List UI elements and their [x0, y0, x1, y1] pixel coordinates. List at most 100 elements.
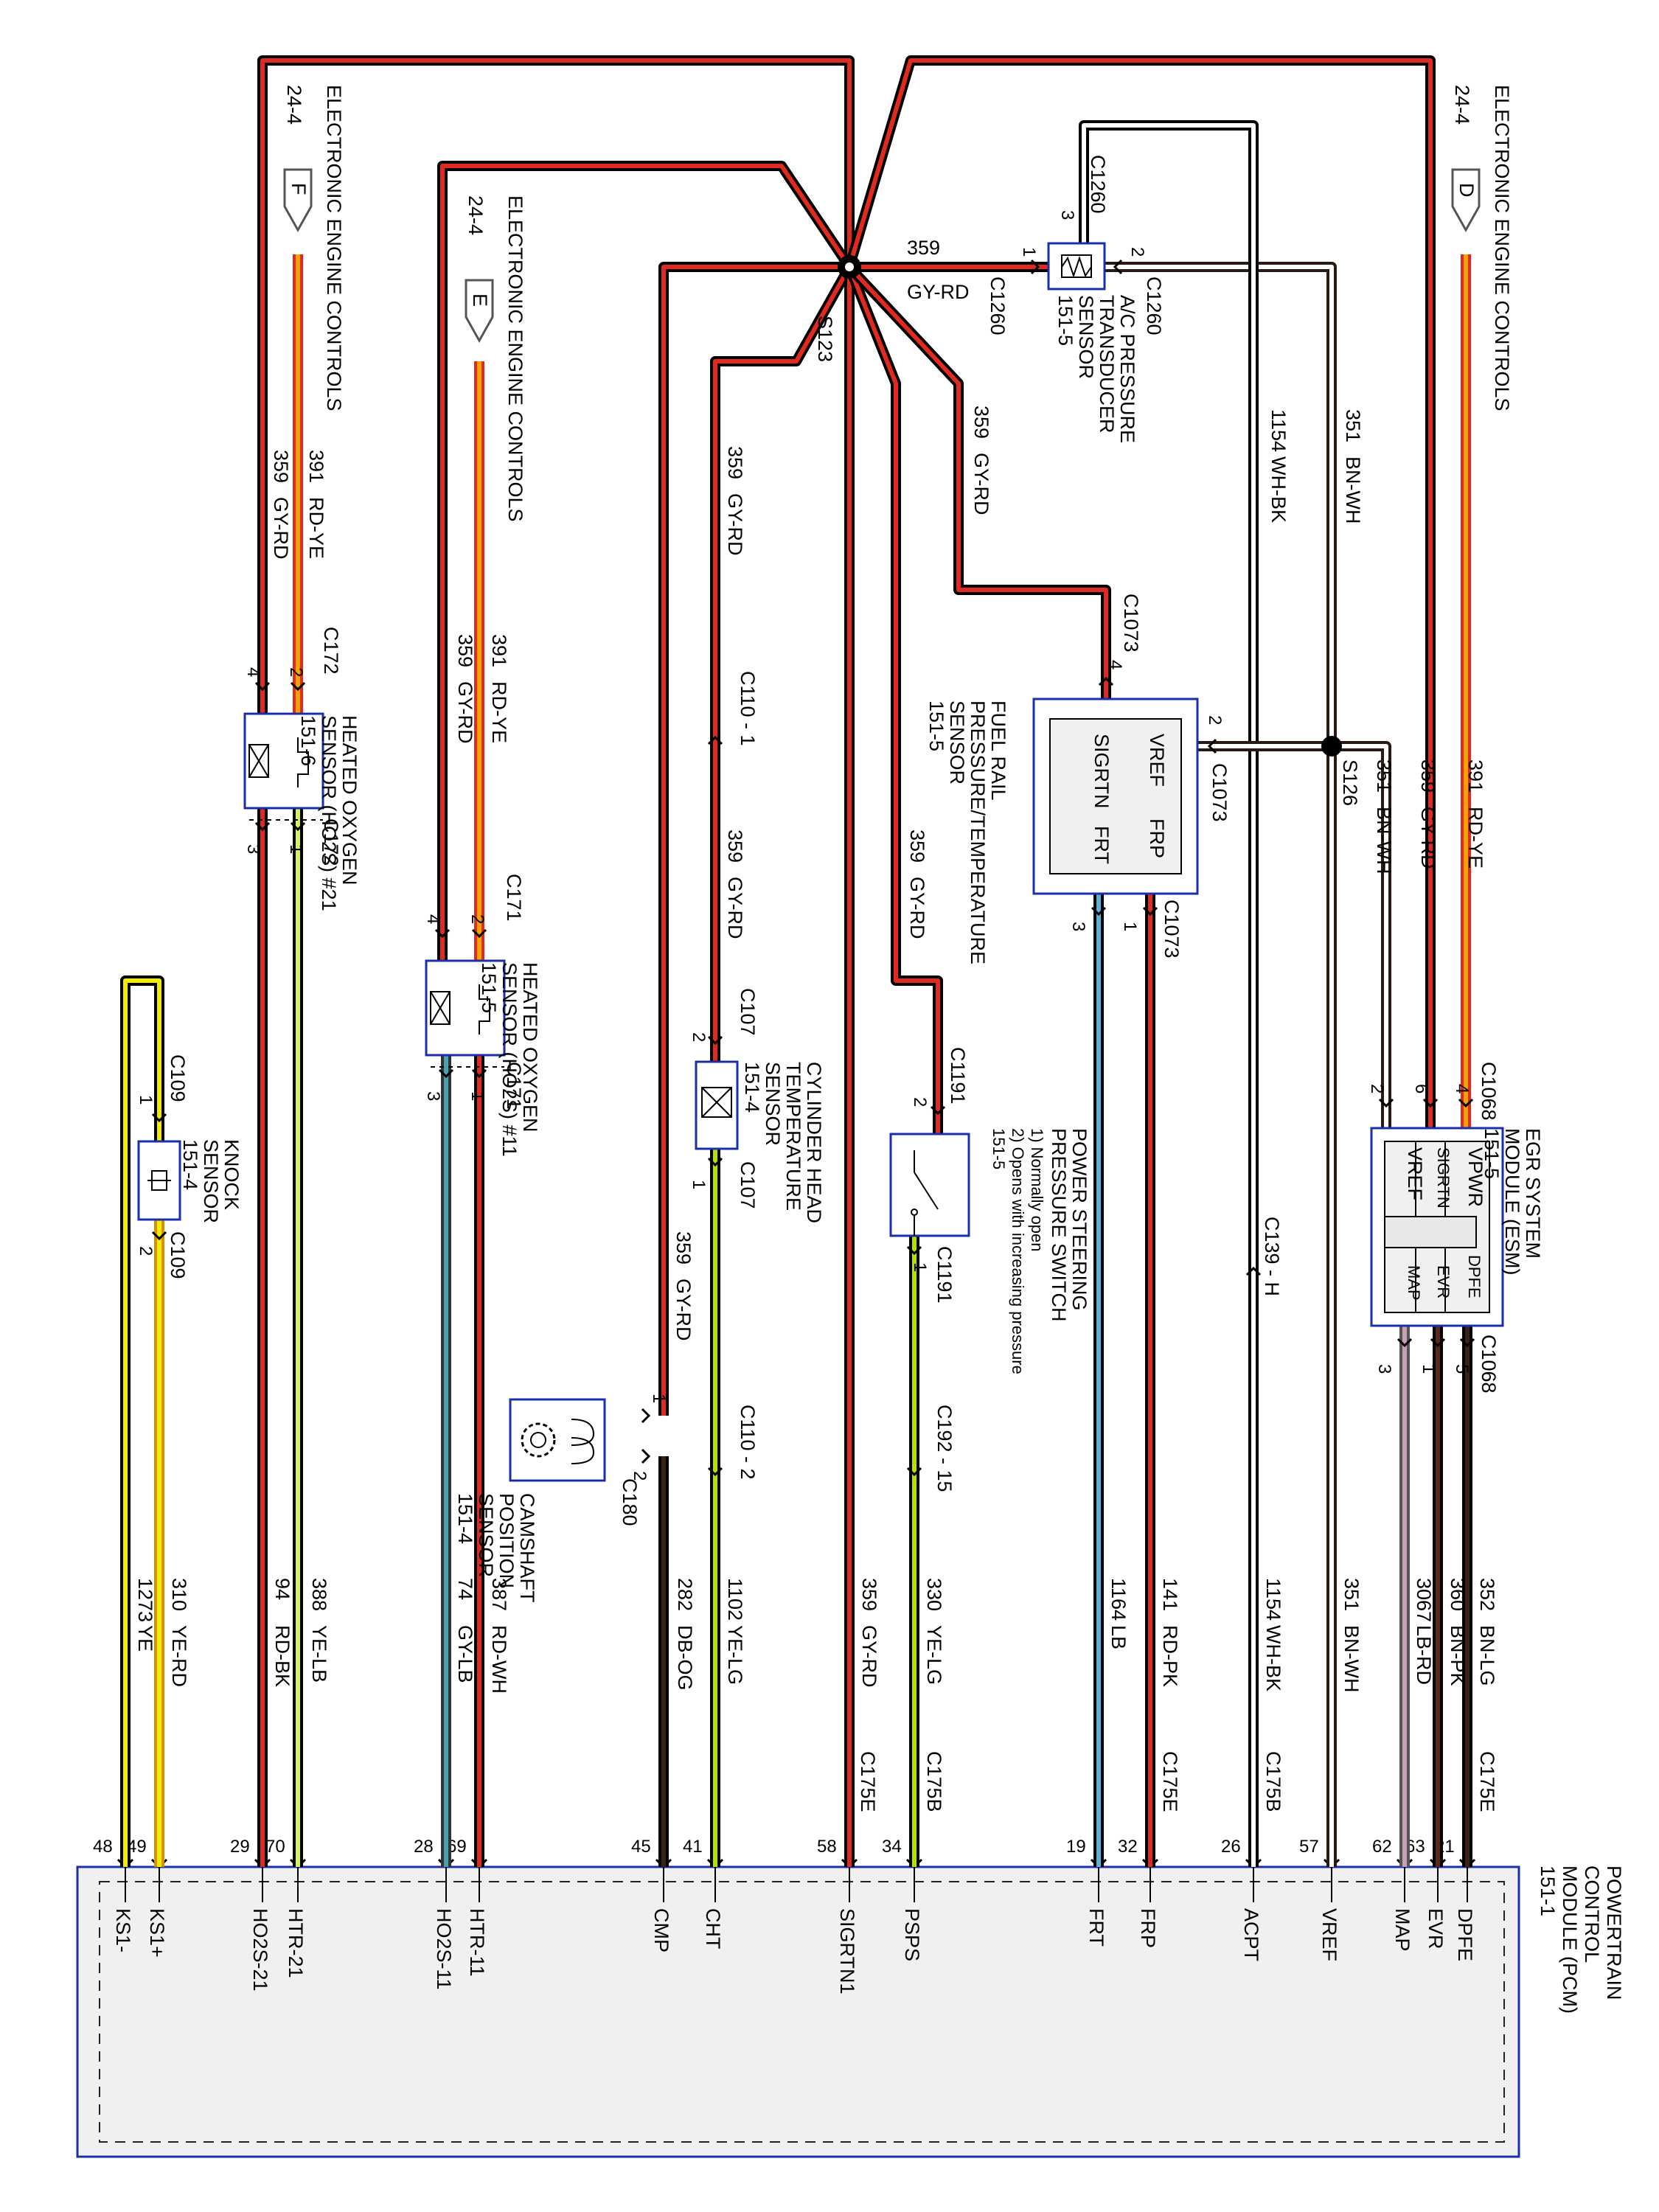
conn-c1260-right: C1260 [1143, 276, 1165, 335]
conn-c175e-sigrtn: C175E [857, 1751, 879, 1812]
lbl-359-cmp-num: 359 [672, 1231, 695, 1265]
connector-arrow-frp-right [1207, 738, 1217, 754]
ho2s11-sensor[interactable] [425, 959, 506, 1068]
ref-e[interactable]: E [465, 279, 494, 344]
lbl-359-acpt-num: 359 [907, 237, 940, 259]
pcm-pin-label-acpt[interactable]: ACPT [1240, 1908, 1262, 1961]
pcm-pin-label-map[interactable]: MAP [1391, 1908, 1413, 1952]
pcm-pin-number-58: 58 [817, 1837, 837, 1857]
ho2s21-sensor[interactable] [243, 712, 324, 821]
pcm-pin-label-cht[interactable]: CHT [702, 1908, 724, 1950]
cht-sensor[interactable] [695, 1060, 739, 1150]
splice-s123-label: S123 [814, 316, 836, 362]
conn-c109-top: C109 [167, 1054, 189, 1102]
pcm-title-4: 151-1 [1537, 1865, 1559, 1916]
pcm-pin-label-psps[interactable]: PSPS [901, 1908, 923, 1961]
connector-arrow-10 [707, 735, 723, 745]
wire-359-ho2s11[interactable] [440, 164, 852, 961]
pcm-title: POWERTRAIN CONTROL MODULE (PCM) 151-1 [1537, 1865, 1625, 2014]
pcm-pin-label-evr[interactable]: EVR [1425, 1908, 1447, 1950]
pcm-pin-number-57: 57 [1299, 1837, 1319, 1857]
pin-knock-2: 2 [136, 1246, 156, 1256]
ho2s21-label: HEATED OXYGEN SENSOR (HO2S) #21 151-6 [297, 715, 361, 911]
lbl-74-num: 74 [454, 1578, 476, 1600]
lbl-359-ho2s11-color: GY-RD [454, 681, 476, 744]
esm-pin-dpfe: DPFE [1465, 1255, 1484, 1298]
connector-arrow-acpt-right [1113, 259, 1123, 275]
pcm-pin-label-ho2s-11[interactable]: HO2S-11 [433, 1908, 455, 1990]
conn-c175e-dpfe: C175E [1476, 1751, 1498, 1812]
connector-arrow-24 [1459, 1338, 1475, 1348]
connector-arrow-11 [707, 1035, 723, 1046]
conn-c171-top: C171 [503, 874, 525, 922]
lbl-282-color: DB-OG [674, 1625, 696, 1691]
esm-module[interactable] [1370, 1127, 1504, 1327]
lbl-351-esm-num: 351 [1373, 759, 1395, 793]
pcm-pin-number-34: 34 [882, 1837, 902, 1857]
wire-359-frp-sigrtn[interactable] [847, 265, 1108, 699]
wire-1154-acpt[interactable] [1082, 123, 1256, 1867]
wire-1273-ks-minus[interactable] [123, 978, 161, 1867]
conn-c1073-top: C1073 [1120, 594, 1142, 653]
acpt-sensor[interactable] [1047, 242, 1106, 291]
pcm-pin-label-cmp[interactable]: CMP [650, 1908, 672, 1952]
connector-arrow-3 [254, 821, 271, 832]
splice-s126[interactable] [1321, 736, 1342, 757]
lbl-1154-upper-color: WH-BK [1267, 456, 1290, 523]
wire-351-esm-vref[interactable] [1197, 744, 1388, 1128]
pin-cht-2: 2 [689, 1032, 709, 1042]
ho2s11-label: HEATED OXYGEN SENSOR (HO2S) #11 151-5 [478, 962, 541, 1157]
pcm-pin-label-vref[interactable]: VREF [1318, 1908, 1340, 1961]
pcm-title-2: CONTROL [1581, 1865, 1603, 1963]
frp-sensor[interactable] [1032, 698, 1199, 895]
lbl-359-ho2s11-num: 359 [454, 634, 476, 667]
acpt-l4: 151-5 [1054, 295, 1077, 346]
ref-d[interactable]: D [1451, 168, 1481, 233]
cmp-sensor[interactable] [509, 1398, 606, 1482]
lbl-359-pss-num: 359 [906, 830, 928, 863]
knock-sensor[interactable] [137, 1140, 181, 1221]
pcm-module[interactable] [76, 1865, 1520, 2158]
conn-c1191-top: C1191 [947, 1047, 969, 1105]
acpt-l1: A/C PRESSURE [1116, 295, 1138, 443]
wire-359-cmp[interactable] [661, 265, 849, 1416]
pcm-pin-number-32: 32 [1118, 1837, 1138, 1857]
pcm-pin-label-frp[interactable]: FRP [1137, 1908, 1159, 1948]
pcm-pin-label-dpfe[interactable]: DPFE [1454, 1908, 1476, 1961]
lbl-391-ho2s11-num: 391 [488, 634, 510, 667]
pcm-pin-label-ho2s-21[interactable]: HO2S-21 [249, 1908, 271, 1992]
connector-arrow-7 [438, 1068, 454, 1079]
connector-arrow-12 [707, 1157, 723, 1167]
pcm-pin-label-ks1+[interactable]: KS1+ [146, 1908, 168, 1958]
pcm-pin-label-ks1-[interactable]: KS1- [112, 1908, 134, 1952]
pin-esm-2: 2 [1367, 1084, 1387, 1093]
wire-359-cht[interactable] [713, 265, 852, 1062]
splice-s123[interactable] [838, 255, 861, 279]
connector-arrow-16 [906, 1467, 922, 1477]
lbl-359-esm-num: 359 [1417, 759, 1439, 793]
ps-pressure-switch[interactable] [889, 1133, 970, 1237]
pin-acpt-2: 2 [1127, 247, 1147, 257]
pin-ho2s11-4: 4 [423, 914, 443, 924]
pcm-pin-label-htr-21[interactable]: HTR-21 [285, 1908, 307, 1978]
connector-arrow-18 [1142, 906, 1158, 917]
lbl-359-frp-color: GY-RD [970, 453, 992, 515]
ho2s11-l3: 151-5 [478, 962, 500, 1013]
wire-359-esm[interactable] [847, 58, 1433, 1128]
acpt-l3: SENSOR [1075, 295, 1097, 379]
lbl-387-color: RD-WH [488, 1625, 510, 1694]
conn-c175b-acpt: C175B [1262, 1751, 1284, 1812]
pcm-pin-label-sigrtn1[interactable]: SIGRTN1 [836, 1908, 858, 1994]
conn-c172-bottom: C172 [320, 818, 342, 866]
cmp-l3: SENSOR [475, 1493, 497, 1577]
connector-arrow-5 [434, 928, 451, 939]
pcm-pin-label-frt[interactable]: FRT [1085, 1908, 1107, 1947]
pcm-pin-label-htr-11[interactable]: HTR-11 [466, 1908, 488, 1977]
ref-f[interactable]: F [283, 168, 313, 233]
conn-c1191-bottom: C1191 [933, 1246, 956, 1304]
wire-359-pss[interactable] [847, 265, 940, 1134]
wire-359-ho2s21[interactable] [260, 58, 852, 714]
wire-351-acpt[interactable] [1105, 265, 1334, 746]
pin-cht-1: 1 [689, 1180, 709, 1189]
lbl-94-color: RD-BK [271, 1625, 293, 1687]
